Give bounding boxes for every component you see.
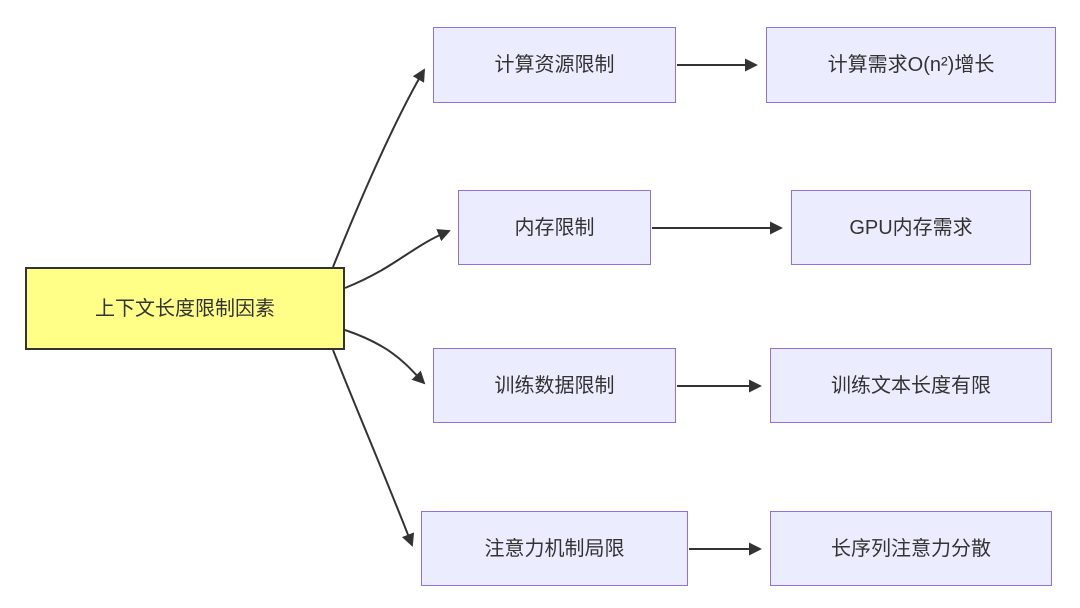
node-training-data-limit-label: 训练数据限制 — [494, 374, 615, 397]
node-compute-demand: 计算需求O(n²)增长 — [766, 27, 1056, 103]
node-attention-limit: 注意力机制局限 — [421, 511, 688, 586]
node-compute-limit-label: 计算资源限制 — [494, 54, 615, 76]
node-compute-limit: 计算资源限制 — [433, 27, 676, 103]
node-attention-dispersion-label: 长序列注意力分散 — [831, 537, 991, 560]
node-training-text-length: 训练文本长度有限 — [770, 348, 1052, 423]
edge-root-to-training-data-limit — [344, 329, 426, 385]
node-gpu-memory: GPU内存需求 — [791, 190, 1031, 265]
node-compute-demand-label: 计算需求O(n²)增长 — [827, 54, 995, 76]
edge-root-to-memory-limit — [344, 229, 451, 289]
node-root-label: 上下文长度限制因素 — [95, 297, 275, 320]
edge-root-to-compute-limit — [332, 68, 425, 268]
edge-root-to-attention-limit — [332, 349, 415, 547]
node-memory-limit-label: 内存限制 — [514, 216, 595, 239]
node-training-data-limit: 训练数据限制 — [433, 348, 676, 423]
node-attention-limit-label: 注意力机制局限 — [484, 537, 625, 560]
node-root: 上下文长度限制因素 — [25, 267, 345, 350]
node-gpu-memory-label: GPU内存需求 — [849, 216, 973, 239]
node-memory-limit: 内存限制 — [458, 190, 651, 265]
node-training-text-length-label: 训练文本长度有限 — [831, 374, 991, 397]
node-attention-dispersion: 长序列注意力分散 — [770, 511, 1052, 586]
